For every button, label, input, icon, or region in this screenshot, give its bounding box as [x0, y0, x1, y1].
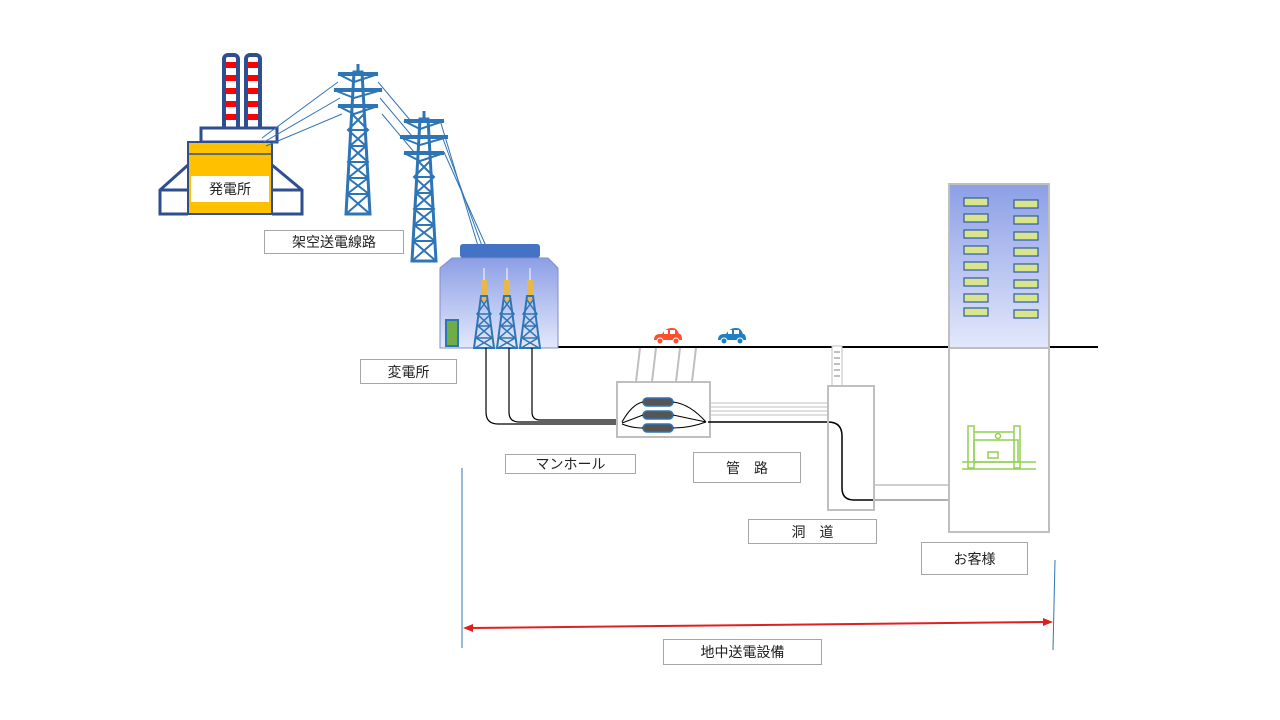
conduit-label: 管 路 — [693, 452, 801, 483]
transmission-tower-1 — [332, 62, 384, 216]
cable-joints — [621, 397, 707, 433]
customer-building — [948, 183, 1050, 533]
manhole-label: マンホール — [505, 454, 636, 474]
conduit-pipes — [710, 402, 828, 416]
range-arrow — [463, 618, 1053, 632]
substation-equipment — [962, 425, 1036, 470]
tunnel-label: 洞 道 — [748, 519, 877, 544]
car-red — [654, 328, 682, 345]
tunnel — [827, 345, 950, 511]
range-end-marker — [1052, 559, 1056, 651]
underground-cables — [485, 348, 620, 425]
transmission-tower-2 — [398, 109, 450, 263]
overhead-line-label: 架空送電線路 — [264, 230, 404, 254]
substation-label: 変電所 — [360, 359, 457, 384]
overhead-wires — [261, 81, 487, 247]
power-plant-label: 発電所 — [191, 176, 269, 202]
customer-label: お客様 — [921, 542, 1028, 575]
car-blue — [718, 328, 746, 345]
chimney-left — [222, 53, 240, 135]
manhole — [616, 347, 711, 438]
underground-facility-label: 地中送電設備 — [663, 639, 822, 665]
chimney-right — [244, 53, 262, 135]
substation — [439, 244, 559, 349]
